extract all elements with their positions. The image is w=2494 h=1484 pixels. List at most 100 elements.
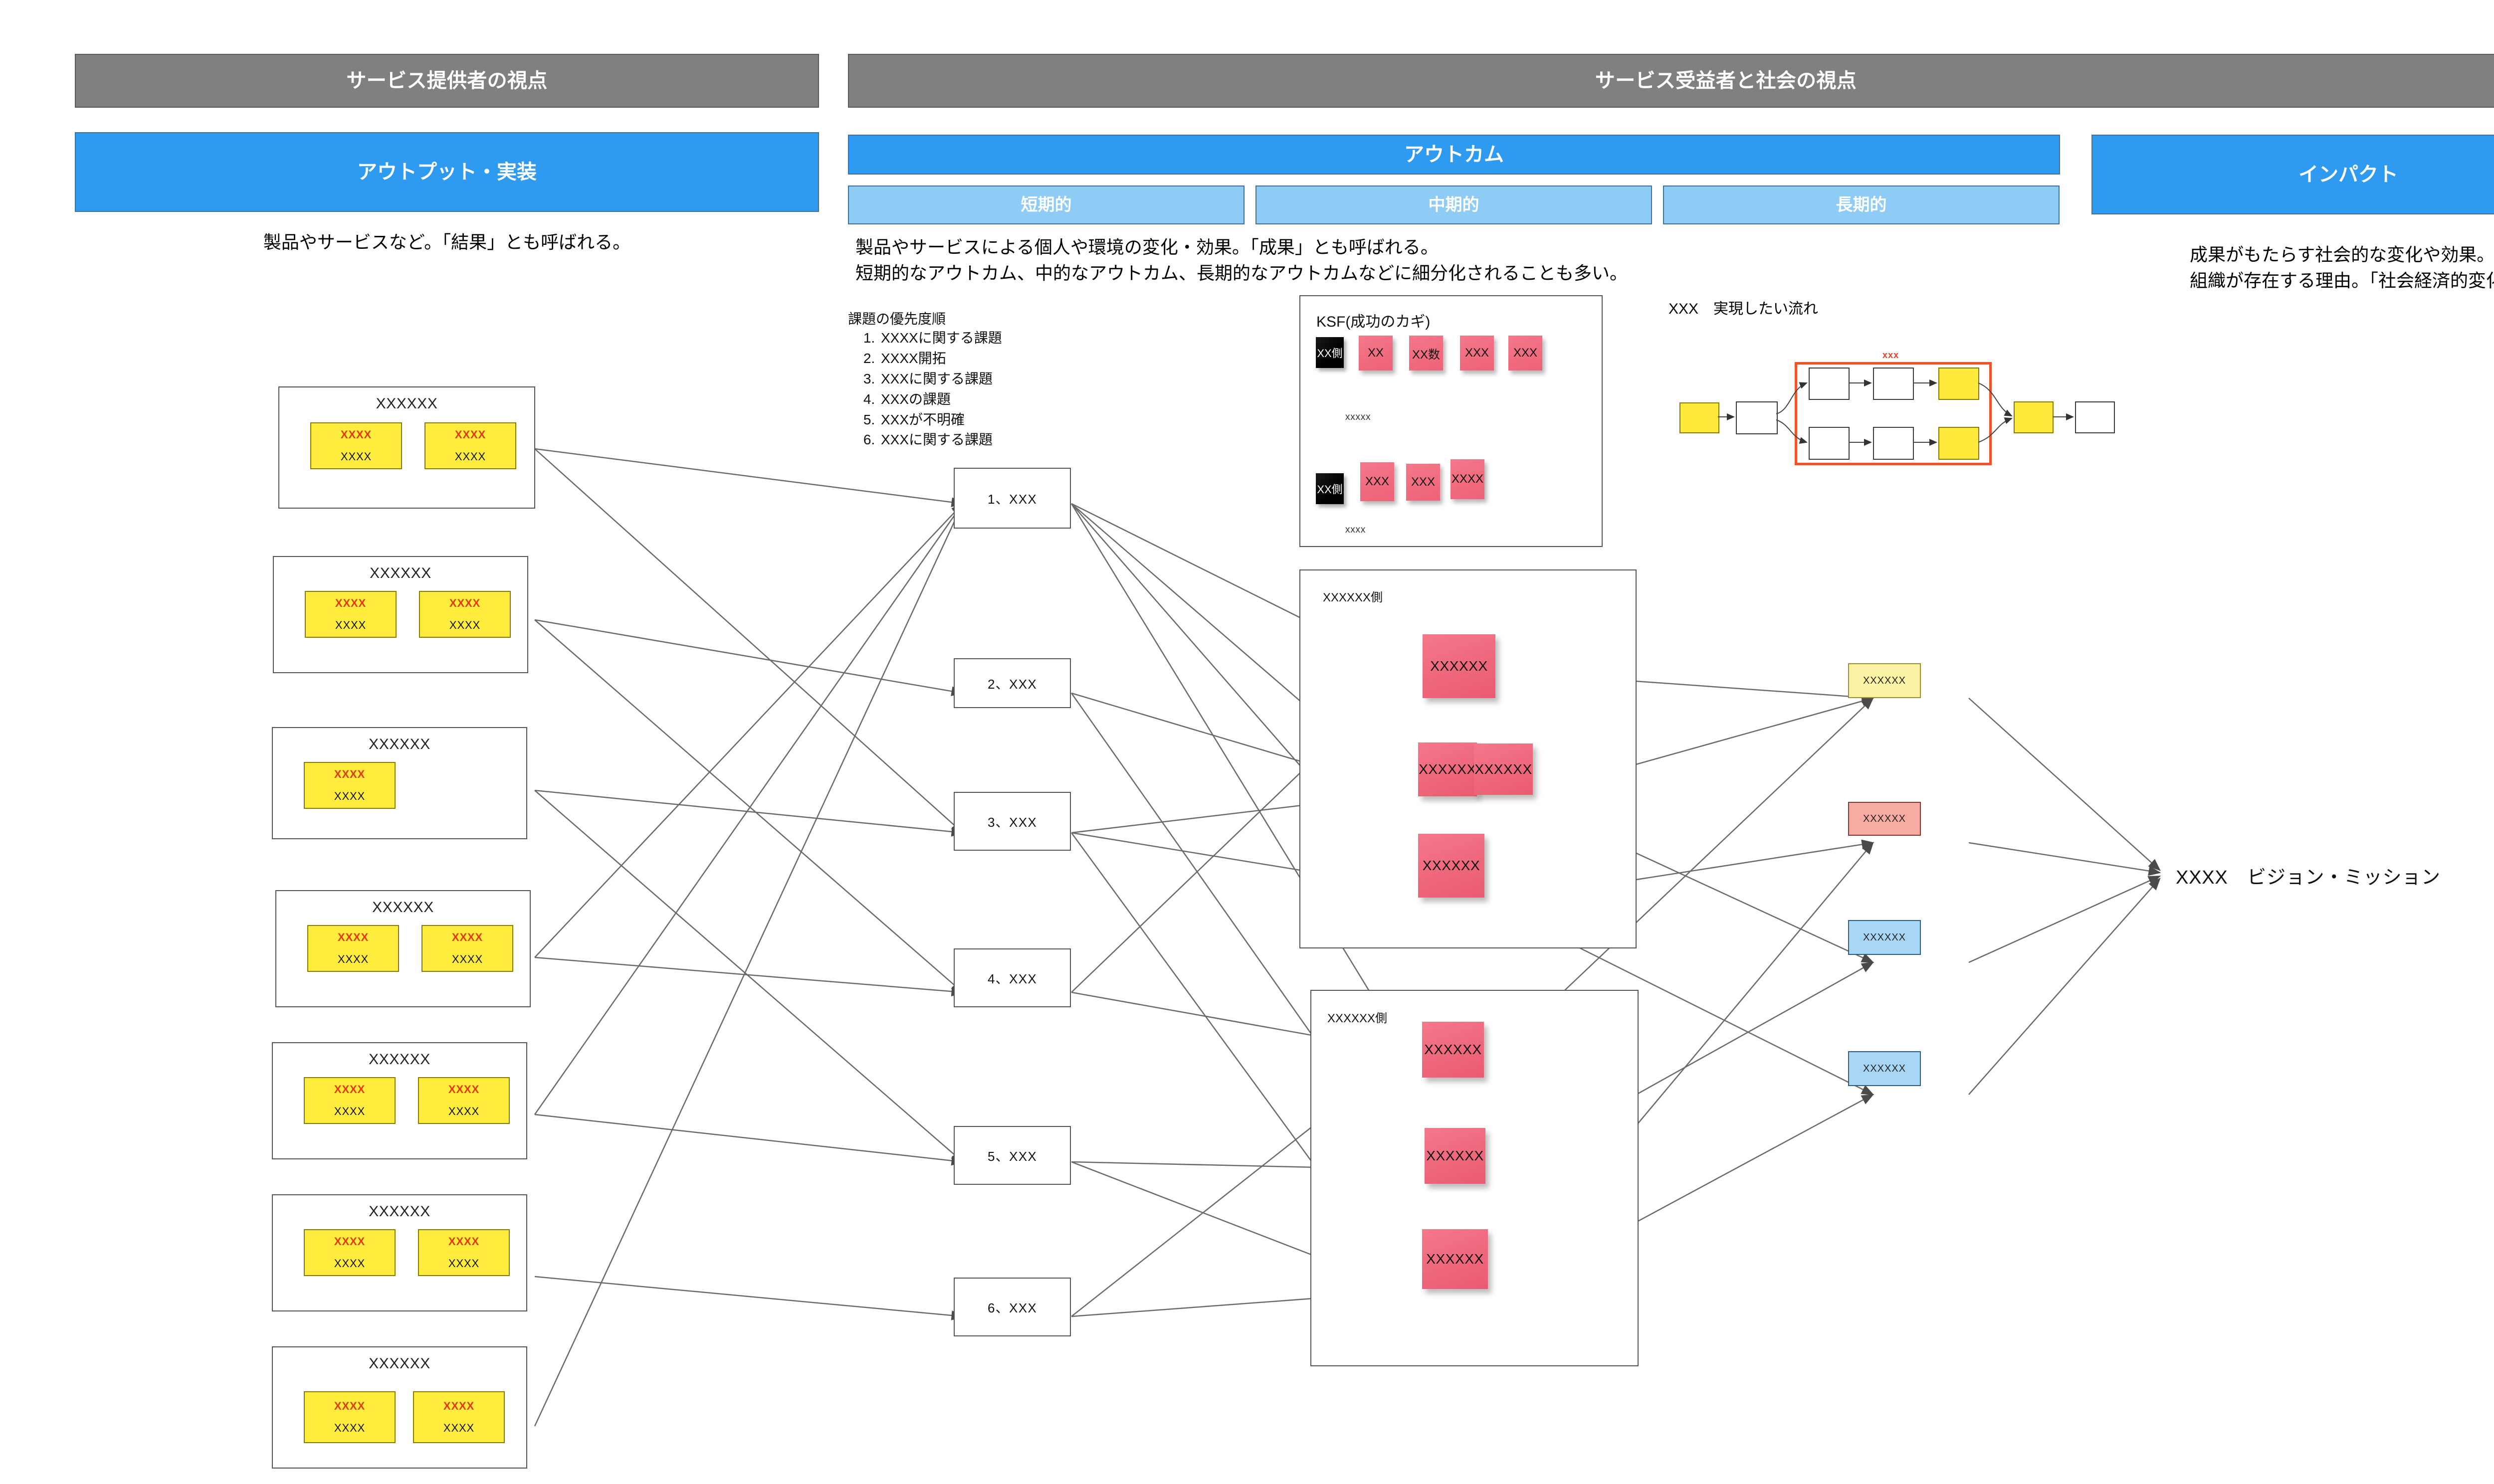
outcome-panel-label: XXXXXX側 bbox=[1327, 1012, 1388, 1025]
longterm-box: XXXXXX bbox=[1848, 920, 1921, 955]
flow-node bbox=[2014, 401, 2054, 433]
output-card-body: XXXX bbox=[448, 1105, 480, 1117]
output-card-body: XXXX bbox=[448, 1257, 480, 1270]
ksf-sticky-note: XXX bbox=[1460, 336, 1494, 371]
ksf-sticky-note: XXX bbox=[1406, 464, 1440, 501]
output-card: XXXX XXXX bbox=[413, 1391, 505, 1443]
band-provider-label: サービス提供者の視点 bbox=[346, 70, 548, 92]
ksf-title: KSF(成功のカギ) bbox=[1316, 314, 1431, 330]
output-card-title: XXXX bbox=[448, 1083, 480, 1096]
longterm-box: XXXXXX bbox=[1848, 802, 1921, 836]
ksf-sticky-note: XXX bbox=[1360, 462, 1394, 501]
bar-outcome-long: 長期的 bbox=[1663, 186, 2060, 224]
output-card: XXXX XXXX bbox=[304, 1229, 396, 1276]
priority-item: XXXX開拓 bbox=[879, 349, 1062, 369]
flow-diagram-title: XXX 実現したい流れ bbox=[1668, 296, 1818, 318]
output-card-body: XXXX bbox=[334, 1257, 366, 1270]
output-card-title: XXXX bbox=[340, 428, 372, 441]
issue-node[interactable]: 4、XXX bbox=[954, 948, 1071, 1007]
output-group: XXXXXX XXXX XXXX XXXX XXXX bbox=[273, 556, 528, 673]
ksf-sticky-note: XXX bbox=[1508, 336, 1542, 371]
outcome-panel-label: XXXXXX側 bbox=[1323, 591, 1383, 604]
issue-node[interactable]: 3、XXX bbox=[954, 792, 1071, 851]
outcome-sticky-note: XXXXXX bbox=[1418, 834, 1484, 898]
bar-outcome-mid-label: 中期的 bbox=[1428, 195, 1479, 214]
caption-impact: 成果がもたらす社会的な変化や効果。 組織が存在する理由。「社会経済的変化」 bbox=[2190, 244, 2494, 291]
flow-node bbox=[1938, 368, 1979, 400]
caption-outcome: 製品やサービスによる個人や環境の変化・効果。「成果」とも呼ばれる。 短期的なアウ… bbox=[855, 237, 1628, 284]
output-card-body: XXXX bbox=[334, 790, 366, 802]
output-card-title: XXXX bbox=[443, 1400, 475, 1412]
output-group: XXXXXX XXXX XXXX XXXX XXXX bbox=[275, 890, 531, 1007]
output-card: XXXX XXXX bbox=[418, 1229, 510, 1276]
ksf-sticky-note: XXXX bbox=[1451, 459, 1484, 499]
outcome-sticky-note: XXXXXX bbox=[1422, 1022, 1484, 1078]
output-card-title: XXXX bbox=[449, 597, 481, 609]
caption-output: 製品やサービスなど。「結果」とも呼ばれる。 bbox=[263, 232, 631, 252]
priority-item: XXXに関する課題 bbox=[879, 430, 1062, 450]
flow-node-end bbox=[2075, 401, 2115, 433]
output-group-title: XXXXXX bbox=[370, 565, 431, 581]
issue-node[interactable]: 2、XXX bbox=[954, 658, 1071, 708]
flow-node bbox=[1938, 427, 1979, 460]
ksf-row-footnote: xxxxx bbox=[1345, 412, 1371, 422]
band-provider-perspective: サービス提供者の視点 bbox=[75, 54, 819, 108]
bar-impact-label: インパクト bbox=[2298, 164, 2398, 186]
bar-output-label: アウトプット・実装 bbox=[357, 161, 537, 183]
ksf-row-tag: XX側 bbox=[1316, 337, 1344, 368]
flow-node bbox=[1873, 368, 1914, 400]
output-card: XXXX XXXX bbox=[310, 422, 402, 469]
band-beneficiary-label: サービス受益者と社会の視点 bbox=[1595, 70, 1857, 92]
outcome-sticky-note: XXXXXX bbox=[1425, 1128, 1485, 1184]
outcome-panel: XXXXXX側 XXXXXX XXXXXX XXXXXX bbox=[1310, 990, 1639, 1366]
priority-item: XXXXに関する課題 bbox=[879, 328, 1062, 349]
output-card-title: XXXX bbox=[334, 1235, 366, 1248]
output-card: XXXX XXXX bbox=[304, 1391, 396, 1443]
ksf-sticky-note: XX数 bbox=[1409, 336, 1443, 371]
output-card: XXXX XXXX bbox=[304, 1077, 396, 1124]
flow-node bbox=[1736, 401, 1778, 434]
priority-item: XXXの課題 bbox=[879, 389, 1062, 410]
issue-node[interactable]: 5、XXX bbox=[954, 1126, 1071, 1185]
flow-arrows bbox=[1718, 379, 2074, 446]
ksf-sticky-note: XX bbox=[1359, 336, 1393, 371]
output-group-title: XXXXXX bbox=[369, 1203, 430, 1220]
issue-node[interactable]: 6、XXX bbox=[954, 1278, 1071, 1336]
priority-list: XXXXに関する課題 XXXX開拓 XXXに関する課題 XXXの課題 XXXが不… bbox=[848, 328, 1062, 450]
issue-node[interactable]: 1、XXX bbox=[954, 468, 1071, 529]
bar-impact: インパクト bbox=[2091, 135, 2494, 214]
priority-item: XXXに関する課題 bbox=[879, 369, 1062, 389]
flow-title-text: XXX 実現したい流れ bbox=[1668, 301, 1819, 317]
ksf-row-footnote: xxxx bbox=[1345, 525, 1366, 535]
output-card-title: XXXX bbox=[335, 597, 367, 609]
vision-mission-label: XXXX ビジョン・ミッション bbox=[2176, 867, 2441, 888]
outcome-sticky-note: XXXXXX bbox=[1418, 742, 1477, 796]
longterm-box: XXXXXX bbox=[1848, 663, 1921, 698]
output-card-title: XXXX bbox=[448, 1235, 480, 1248]
output-card-title: XXXX bbox=[334, 1400, 366, 1412]
flow-group-label: xxx bbox=[1882, 350, 1899, 360]
output-card-body: XXXX bbox=[443, 1422, 475, 1434]
ksf-panel: KSF(成功のカギ) XX側 XX XX数 XXX XXX xxxxx XX側 … bbox=[1299, 295, 1603, 547]
flow-node bbox=[1809, 427, 1850, 460]
output-group: XXXXXX XXXX XXXX XXXX XXXX bbox=[272, 1042, 527, 1159]
output-card-body: XXXX bbox=[334, 1422, 366, 1434]
output-group-title: XXXXXX bbox=[372, 899, 434, 916]
output-group: XXXXXX XXXX XXXX XXXX XXXX bbox=[272, 1194, 527, 1311]
flow-node bbox=[1873, 427, 1914, 460]
output-group-title: XXXXXX bbox=[369, 736, 430, 752]
output-card-body: XXXX bbox=[454, 450, 486, 463]
band-beneficiary-perspective: サービス受益者と社会の視点 bbox=[848, 54, 2494, 108]
output-group: XXXXXX XXXX XXXX XXXX XXXX bbox=[278, 386, 535, 509]
output-card-title: XXXX bbox=[334, 1083, 366, 1096]
priority-list-block: 課題の優先度順 XXXXに関する課題 XXXX開拓 XXXに関する課題 XXXの… bbox=[848, 308, 1062, 450]
flow-diagram: xxx bbox=[1661, 344, 2115, 469]
bar-outcome-label: アウトカム bbox=[1404, 144, 1504, 166]
output-group: XXXXXX XXXX XXXX XXXX XXXX bbox=[272, 1346, 527, 1469]
ksf-row-tag: XX側 bbox=[1316, 473, 1344, 504]
output-card-body: XXXX bbox=[340, 450, 372, 463]
output-card-body: XXXX bbox=[335, 619, 367, 631]
bar-output: アウトプット・実装 bbox=[75, 132, 819, 212]
bar-outcome-long-label: 長期的 bbox=[1836, 195, 1887, 214]
